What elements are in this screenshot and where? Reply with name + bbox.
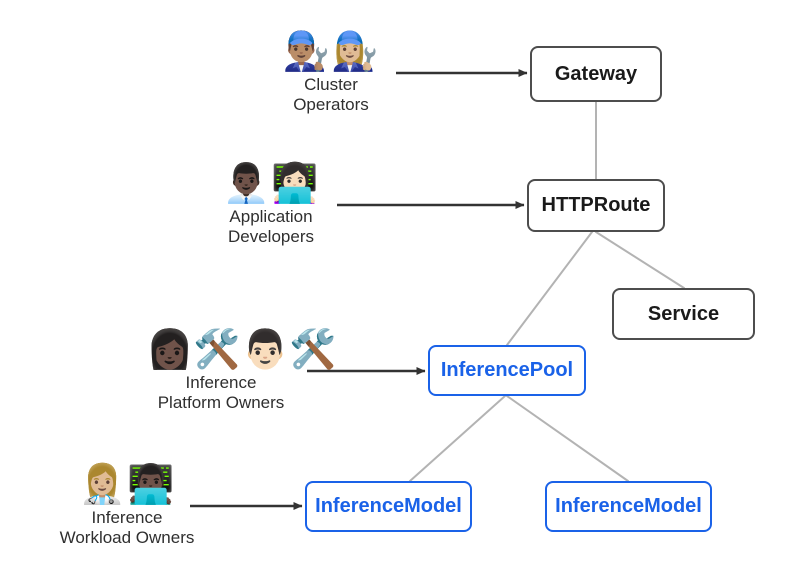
connector-httproute-service (595, 231, 685, 289)
mechanic-pair-icon: 👨🏽‍🔧👩🏼‍🔧 (282, 29, 380, 73)
persona-label-line-2: Developers (228, 227, 314, 247)
persona-label-line-1: Inference (91, 508, 163, 527)
persona-label-line-1: Inference (185, 373, 257, 392)
persona-label-line-2: Workload Owners (59, 528, 195, 548)
node-inferencemodel-1-label: InferenceModel (315, 495, 462, 517)
node-inferencepool[interactable]: InferencePool (428, 345, 586, 396)
persona-inference-platform-owners: 👩🏿‍🛠️👨🏻‍🛠️ Inference Platform Owners (146, 327, 338, 413)
connector-httproute-inferencepool (506, 231, 593, 346)
node-service-label: Service (647, 302, 720, 325)
node-httproute[interactable]: HTTPRoute (527, 179, 665, 232)
node-service[interactable]: Service (612, 288, 755, 340)
persona-label-line-1: Application (229, 207, 313, 226)
node-inferencemodel-2[interactable]: InferenceModel (545, 481, 712, 532)
health-worker-technologist-pair-icon: 👩🏼‍⚕️👨🏿‍💻 (78, 462, 176, 506)
node-inferencemodel-2-label: InferenceModel (555, 495, 702, 517)
node-inferencemodel-1[interactable]: InferenceModel (305, 481, 472, 532)
persona-inference-workload-owners: 👩🏼‍⚕️👨🏿‍💻 Inference Workload Owners (52, 465, 202, 548)
node-gateway[interactable]: Gateway (530, 46, 662, 102)
connector-inferencepool-inferencemodel1 (409, 395, 506, 482)
node-gateway-label: Gateway (554, 62, 638, 85)
construction-worker-pair-icon: 👩🏿‍🛠️👨🏻‍🛠️ (146, 327, 338, 371)
node-inferencepool-label: InferencePool (440, 359, 574, 381)
persona-cluster-operators: 👨🏽‍🔧👩🏼‍🔧 Cluster Operators (256, 32, 406, 115)
node-httproute-label: HTTPRoute (541, 194, 651, 216)
office-worker-technologist-pair-icon: 👨🏿‍💼👩🏻‍💻 (222, 161, 320, 205)
persona-label-line-2: Operators (293, 95, 369, 115)
persona-label-line-1: Cluster (304, 75, 358, 94)
connector-inferencepool-inferencemodel2 (506, 395, 629, 482)
persona-application-developers: 👨🏿‍💼👩🏻‍💻 Application Developers (196, 164, 346, 247)
persona-label-line-2: Platform Owners (157, 393, 285, 413)
